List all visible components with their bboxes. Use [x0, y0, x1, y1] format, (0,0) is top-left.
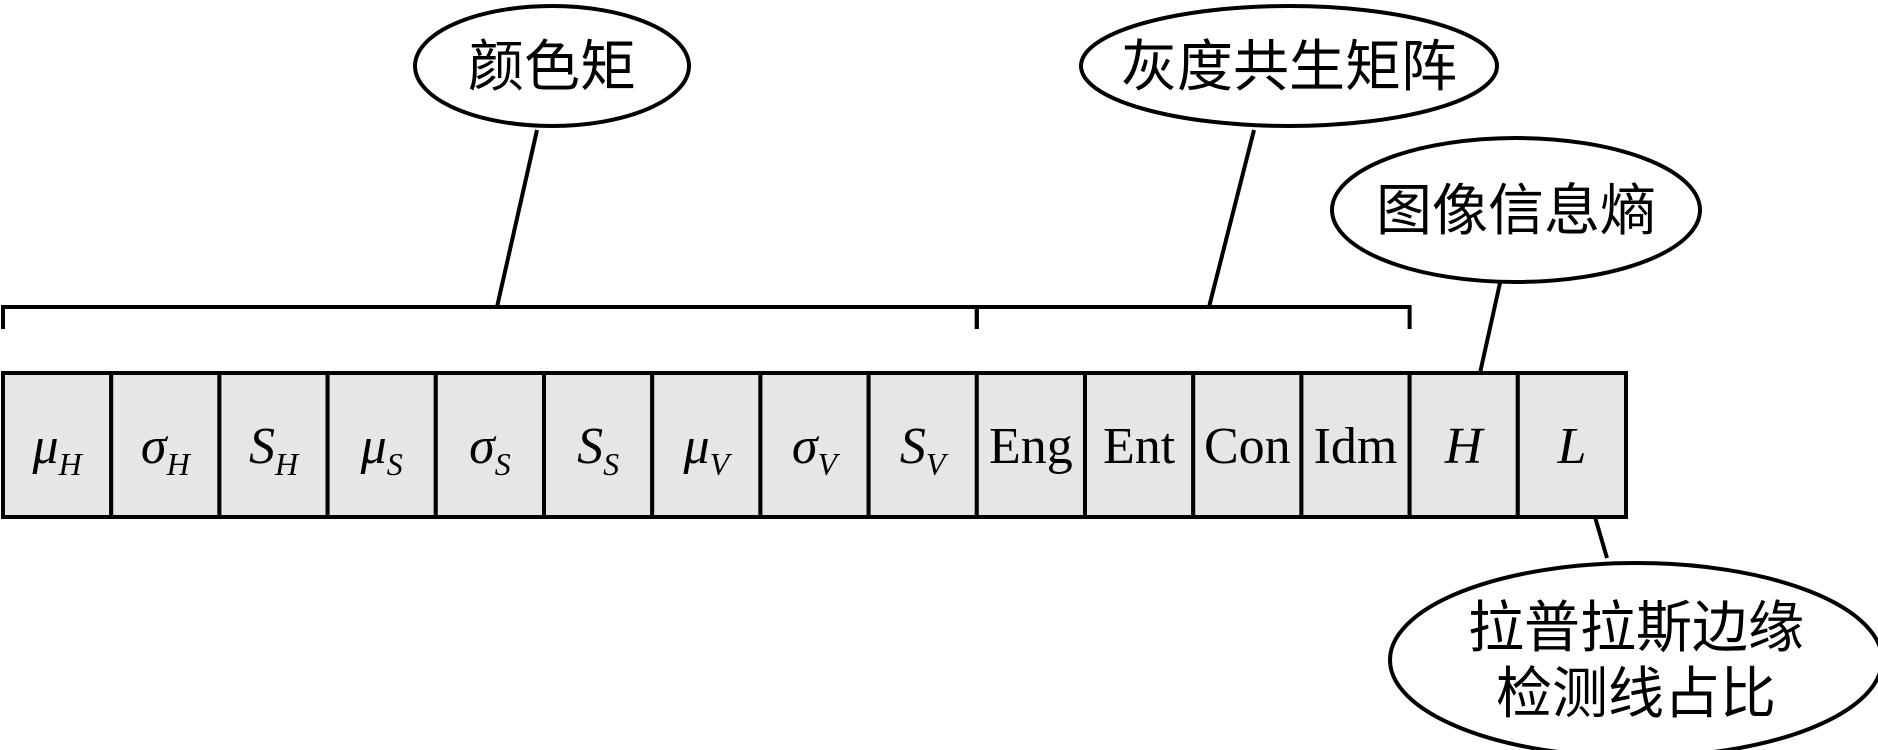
feature-cell: H: [1407, 371, 1520, 519]
feature-cell: μS: [325, 371, 438, 519]
feature-cell: Ent: [1083, 371, 1196, 519]
cell-symbol-main: μ: [360, 418, 387, 475]
feature-cell: L: [1515, 371, 1629, 519]
cell-box: [758, 371, 871, 519]
cell-symbol-subscript: H: [58, 446, 84, 482]
cell-symbol-main: H: [1444, 418, 1485, 475]
feature-cell: σV: [758, 371, 871, 519]
feature-cell: Idm: [1299, 371, 1412, 519]
feature-cell: μH: [1, 371, 114, 519]
cell-symbol-main: S: [249, 418, 275, 475]
cell-symbol-main: Con: [1204, 418, 1291, 475]
cell-symbol: SS: [577, 418, 619, 482]
group-callout: [974, 129, 1412, 329]
group-label: 图像信息熵: [1330, 136, 1702, 284]
cell-symbol-main: S: [577, 418, 603, 475]
cell-symbol: σH: [141, 418, 192, 482]
label-ellipse: [1330, 136, 1702, 284]
label-ellipse: [1079, 4, 1499, 128]
callout-line: [1478, 282, 1502, 374]
cell-symbol-subscript: S: [495, 446, 511, 482]
group-label: 颜色矩: [413, 4, 691, 128]
group-label-text: 拉普拉斯边缘: [1468, 596, 1804, 661]
cell-symbol-subscript: H: [274, 446, 300, 482]
group-callout: [1, 129, 979, 329]
cell-symbol: Idm: [1314, 418, 1398, 475]
cell-box: [109, 371, 222, 519]
cell-symbol-subscript: H: [166, 446, 192, 482]
cell-symbol: SV: [900, 418, 949, 482]
group-label-text: 灰度共生矩阵: [1121, 35, 1457, 100]
cell-symbol: σV: [792, 418, 841, 482]
feature-cell: SH: [217, 371, 330, 519]
callout-line: [495, 129, 539, 308]
cell-box: [325, 371, 438, 519]
label-ellipse: [413, 4, 691, 128]
cell-symbol-subscript: S: [603, 446, 619, 482]
cell-symbol-subscript: V: [818, 446, 841, 482]
group-label: 灰度共生矩阵: [1079, 4, 1499, 128]
feature-cell: σS: [433, 371, 546, 519]
cell-box: [542, 371, 655, 519]
cell-symbol-main: μ: [682, 418, 709, 475]
group-callout: [1478, 282, 1502, 374]
feature-cell: Con: [1191, 371, 1304, 519]
cell-symbol: μS: [360, 418, 403, 482]
cell-symbol-main: Ent: [1103, 418, 1176, 475]
cell-symbol-main: σ: [792, 418, 820, 475]
cell-symbol: σS: [469, 418, 511, 482]
feature-cell: SV: [866, 371, 979, 519]
group-label-text: 图像信息熵: [1376, 179, 1656, 244]
group-label-text: 检测线占比: [1496, 662, 1776, 727]
connector-layer: [1, 129, 1609, 559]
cell-symbol: H: [1444, 418, 1485, 475]
group-callout: [1593, 516, 1609, 559]
cell-symbol-main: μ: [31, 418, 58, 475]
cell-symbol-main: Eng: [989, 418, 1073, 475]
cell-symbol: Ent: [1103, 418, 1176, 475]
cell-box: [1083, 371, 1196, 519]
cell-box: [866, 371, 979, 519]
cell-symbol-subscript: S: [387, 446, 403, 482]
cell-box: [974, 371, 1087, 519]
callout-line: [1593, 516, 1609, 559]
cell-symbol: μH: [31, 418, 83, 482]
group-label-text: 颜色矩: [468, 35, 636, 100]
cell-symbol-main: Idm: [1314, 418, 1398, 475]
callout-line: [1207, 129, 1256, 308]
cell-symbol: L: [1556, 418, 1586, 475]
cell-symbol: SH: [249, 418, 300, 482]
cell-symbol: Con: [1204, 418, 1291, 475]
cell-symbol: Eng: [989, 418, 1073, 475]
cell-symbol: μV: [682, 418, 732, 482]
cell-symbol-main: σ: [141, 418, 169, 475]
cell-box: [1, 371, 114, 519]
cell-symbol-main: L: [1556, 418, 1586, 475]
cell-symbol-main: S: [900, 418, 926, 475]
label-ellipse: [1388, 561, 1878, 750]
cell-box: [1515, 371, 1629, 519]
feature-cell: σH: [109, 371, 222, 519]
feature-cell: μV: [650, 371, 763, 519]
feature-cell: Eng: [974, 371, 1087, 519]
feature-cell: SS: [542, 371, 655, 519]
cell-symbol-main: σ: [469, 418, 497, 475]
cell-box: [1299, 371, 1412, 519]
cell-symbol-subscript: V: [926, 446, 949, 482]
group-bracket: [1, 305, 979, 329]
cell-symbol-subscript: V: [710, 446, 733, 482]
cell-box: [650, 371, 763, 519]
group-bracket: [974, 305, 1412, 329]
